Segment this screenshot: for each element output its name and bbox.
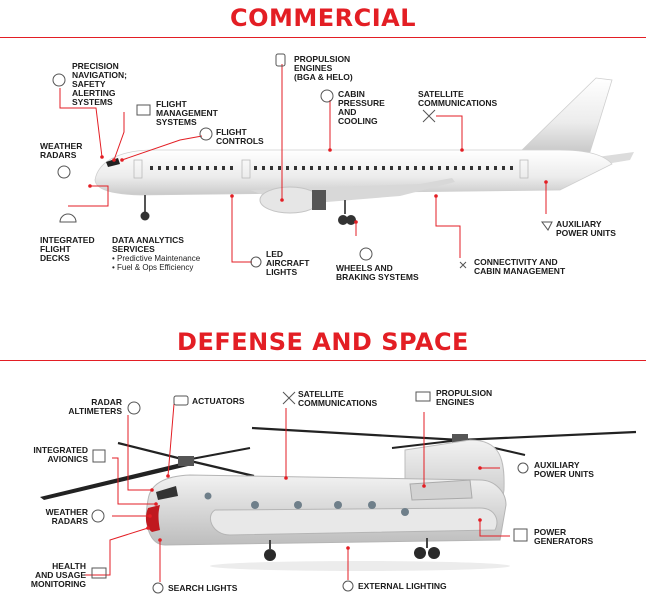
label-wheels-braking: WHEELS AND BRAKING SYSTEMS: [336, 263, 419, 282]
label-flight-management: FLIGHT MANAGEMENT SYSTEMS: [156, 99, 218, 127]
actuator-icon: [173, 395, 189, 406]
label-auxiliary-power-units: AUXILIARY POWER UNITS: [556, 219, 616, 238]
radar-icon: [57, 165, 71, 179]
generator-icon: [513, 528, 528, 542]
apu-icon: [517, 462, 529, 474]
satellite-icon: [282, 391, 296, 405]
apu-icon: [541, 221, 553, 231]
label-weather-radars-defense: WEATHER RADARS: [45, 507, 88, 526]
defense-title: DEFENSE AND SPACE: [177, 328, 469, 356]
label-radar-altimeters: RADAR ALTIMETERS: [68, 397, 122, 416]
defense-divider: [0, 360, 646, 361]
flight-deck-icon: [59, 213, 77, 223]
label-led-aircraft-lights: LED AIRCRAFT LIGHTS: [266, 249, 310, 277]
commercial-title: COMMERCIAL: [229, 4, 417, 32]
label-health-usage-monitoring: HEALTH AND USAGE MONITORING: [30, 561, 86, 589]
label-flight-controls: FLIGHT CONTROLS: [216, 127, 264, 146]
label-data-analytics: DATA ANALYTICS SERVICES: [112, 235, 184, 254]
label-search-lights: SEARCH LIGHTS: [168, 583, 238, 593]
label-power-generators: POWER GENERATORS: [534, 527, 594, 546]
commercial-leaders: [59, 64, 547, 263]
engine-icon: [275, 53, 286, 67]
light-bulb-icon: [250, 256, 262, 268]
airplane: [94, 77, 634, 225]
label-propulsion-engines: PROPULSION ENGINES (BGA & HELO): [294, 54, 353, 82]
label-connectivity-cabin: CONNECTIVITY AND CABIN MANAGEMENT: [474, 257, 566, 276]
label-external-lighting: EXTERNAL LIGHTING: [358, 581, 447, 591]
commercial-divider: [0, 37, 646, 38]
helicopter: [40, 426, 637, 571]
data-analytics-item-2: • Fuel & Ops Efficiency: [112, 263, 194, 272]
label-cabin-pressure: CABIN PRESSURE AND COOLING: [338, 89, 385, 126]
propulsion-icon: [415, 391, 431, 402]
pressure-icon: [320, 89, 334, 103]
label-actuators: ACTUATORS: [192, 396, 245, 406]
satellite-icon: [422, 109, 436, 123]
commercial-dots: [88, 148, 548, 224]
label-satellite-communications: SATELLITE COMMUNICATIONS: [418, 89, 498, 108]
label-integrated-avionics: INTEGRATED AVIONICS: [33, 445, 88, 464]
avionics-icon: [92, 449, 106, 463]
label-propulsion-engines-defense: PROPULSION ENGINES: [436, 388, 493, 407]
wheel-icon: [359, 247, 373, 261]
antenna-icon: [459, 261, 467, 269]
controls-icon: [199, 127, 213, 141]
radar-altimeter-icon: [127, 401, 141, 415]
monitor-icon: [91, 567, 107, 579]
defense-leaders: [84, 403, 510, 582]
data-analytics-item-1: • Predictive Maintenance: [112, 254, 201, 263]
label-weather-radars: WEATHER RADARS: [40, 141, 83, 160]
defense-dots: [146, 466, 482, 550]
flight-computer-icon: [136, 104, 151, 116]
label-precision-navigation: PRECISION NAVIGATION; SAFETY ALERTING SY…: [72, 61, 127, 107]
light-bulb-icon: [342, 580, 354, 592]
search-light-icon: [152, 582, 164, 594]
compass-icon: [52, 73, 66, 87]
weather-radar-icon: [91, 509, 105, 523]
label-satellite-communications-defense: SATELLITE COMMUNICATIONS: [298, 389, 378, 408]
label-integrated-flight-decks: INTEGRATED FLIGHT DECKS: [40, 235, 95, 263]
label-auxiliary-power-units-defense: AUXILIARY POWER UNITS: [534, 460, 594, 479]
